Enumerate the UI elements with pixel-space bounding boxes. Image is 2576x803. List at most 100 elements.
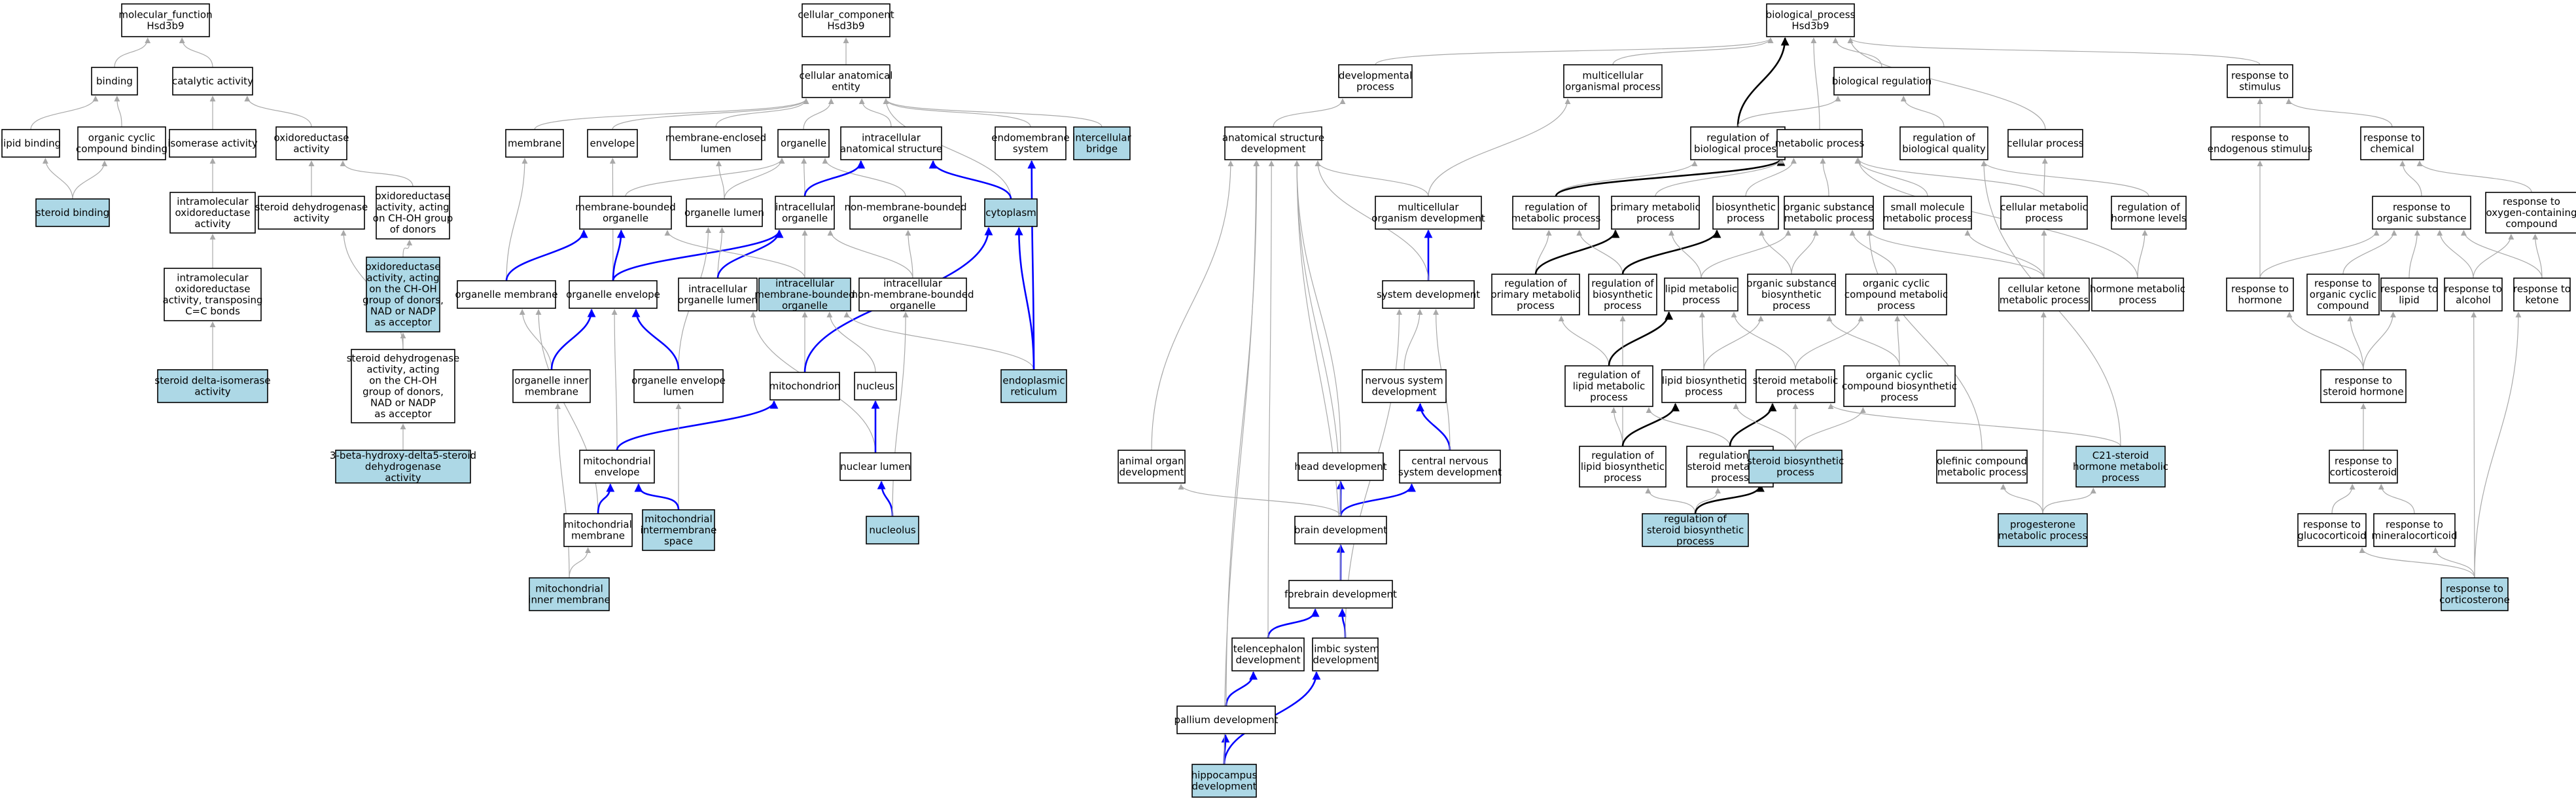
node-org-envelope[interactable]: organelle envelope xyxy=(566,280,660,309)
node-forebrain-dev[interactable]: forebrain development xyxy=(1284,580,1397,609)
node-cytoplasm[interactable]: cytoplasm xyxy=(984,198,1038,227)
node-envelope[interactable]: envelope xyxy=(587,129,638,158)
node-nuclear-lumen[interactable]: nuclear lumen xyxy=(839,452,911,481)
node-membrane[interactable]: membrane xyxy=(505,129,564,158)
node-system-dev[interactable]: system development xyxy=(1377,280,1480,309)
node-org-membrane[interactable]: organelle membrane xyxy=(455,280,558,309)
node-nucleolus[interactable]: nucleolus xyxy=(866,516,919,544)
node-steroid-binding[interactable]: steroid binding xyxy=(35,198,110,227)
node-nucleus[interactable]: nucleus xyxy=(854,372,897,401)
node-binding[interactable]: binding xyxy=(91,67,138,96)
node-brain-dev[interactable]: brain development xyxy=(1294,516,1387,544)
node-cellular-process[interactable]: cellular process xyxy=(2007,129,2084,158)
node-bio-regulation[interactable]: biological regulation xyxy=(1832,67,1932,96)
node-org-lumen[interactable]: organelle lumen xyxy=(684,198,764,227)
node-mitochondrion[interactable]: mitochondrion xyxy=(769,372,841,401)
node-lipid-binding[interactable]: lipid binding xyxy=(1,129,61,158)
node-isomerase[interactable]: isomerase activity xyxy=(168,129,258,158)
node-organelle[interactable]: organelle xyxy=(777,129,830,158)
node-catalytic[interactable]: catalytic activity xyxy=(172,67,253,96)
node-pallium[interactable]: pallium development xyxy=(1174,705,1279,734)
node-metabolic[interactable]: metabolic process xyxy=(1775,129,1865,158)
